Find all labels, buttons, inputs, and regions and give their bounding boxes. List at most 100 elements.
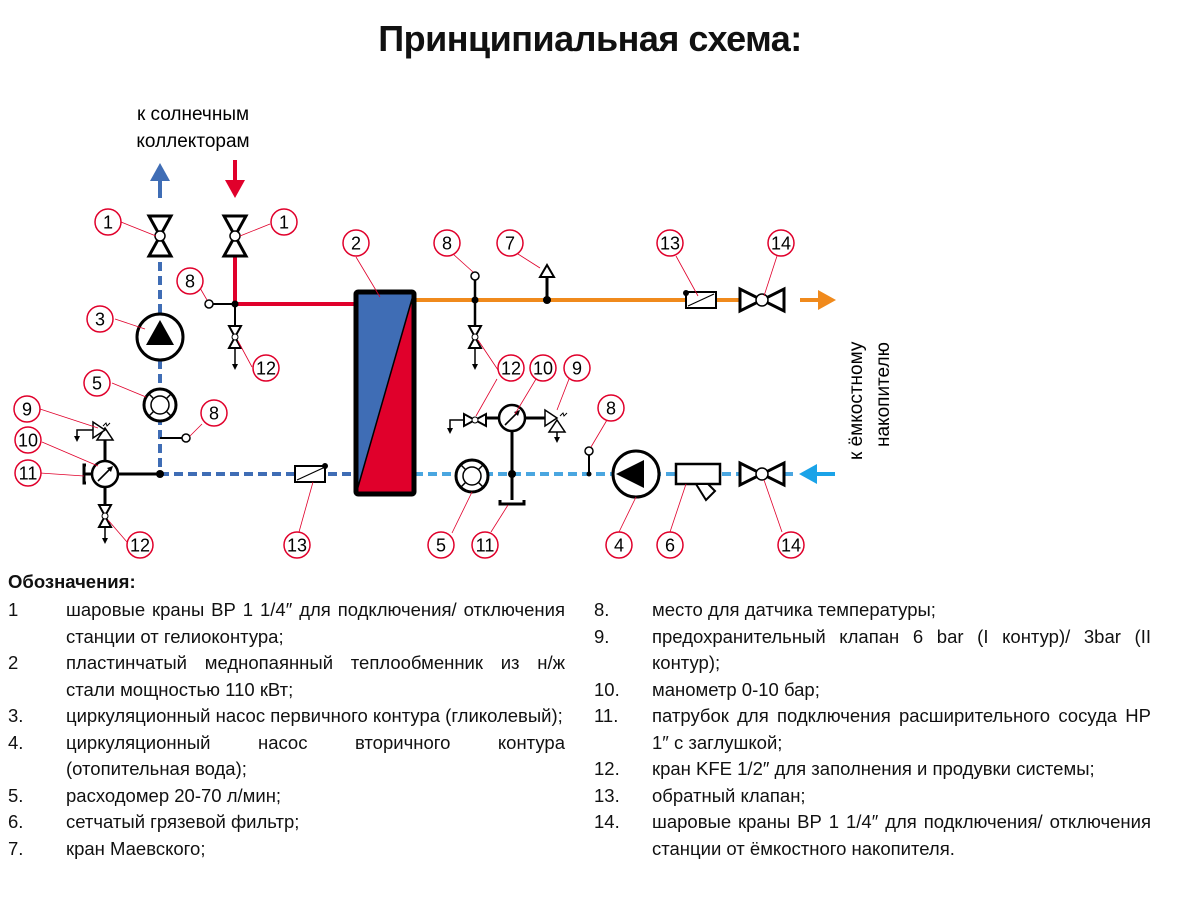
callout-c1a: 1 bbox=[94, 208, 122, 236]
primary-flowmeter-icon bbox=[142, 387, 178, 423]
legend-item-text: пластинчатый меднопаянный теплообменник … bbox=[66, 652, 565, 700]
legend-item: 8.место для датчика температуры; bbox=[594, 597, 1151, 624]
secondary-pressure-gauge-icon bbox=[497, 403, 527, 433]
page-title: Принципиальная схема: bbox=[378, 18, 802, 59]
callout-number: 9 bbox=[572, 359, 582, 379]
legend-item-number: 9. bbox=[594, 625, 610, 647]
legend-item-number: 4. bbox=[8, 731, 24, 753]
callout-c2: 2 bbox=[342, 229, 370, 257]
primary-check-valve-icon bbox=[294, 463, 328, 483]
callout-number: 13 bbox=[287, 536, 307, 556]
callout-c1b: 1 bbox=[270, 208, 298, 236]
primary-return-out-arrow-icon bbox=[150, 163, 170, 198]
secondary-safety-group bbox=[447, 403, 568, 506]
legend-item: 4. циркуляционный насос вторичного контур… bbox=[8, 730, 565, 783]
primary-return-ball-valve-icon[interactable] bbox=[147, 214, 173, 258]
legend-heading: Обозначения: bbox=[8, 571, 136, 592]
legend-item: 2 пластинчатый меднопаянный теплообменник… bbox=[8, 650, 565, 703]
callout-number: 9 bbox=[22, 400, 32, 420]
primary-supply-sensor-port bbox=[204, 299, 239, 309]
callout-leaders bbox=[39, 221, 783, 543]
callout-number: 3 bbox=[95, 310, 105, 330]
secondary-supply-drain-valve-icon[interactable] bbox=[468, 325, 482, 349]
callout-number: 5 bbox=[436, 536, 446, 556]
callout-c4: 4 bbox=[605, 531, 633, 559]
callout-c9b: 9 bbox=[563, 354, 591, 382]
callout-c12c: 12 bbox=[497, 354, 525, 382]
secondary-check-valve-icon bbox=[683, 290, 717, 309]
legend-item: 13. обратный клапан; bbox=[594, 783, 1151, 810]
legend-item-text: предохранительный клапан 6 bar (I контур… bbox=[652, 625, 1151, 674]
secondary-supply-sensor-drain bbox=[468, 271, 482, 370]
legend-item: 12.кран KFE 1/2″ для заполнения и продув… bbox=[594, 756, 1151, 783]
legend-item-text: манометр 0-10 бар; bbox=[652, 678, 820, 700]
callout-number: 11 bbox=[476, 536, 495, 556]
callout-c8c: 8 bbox=[433, 229, 461, 257]
legend-item: 5.расходомер 20-70 л/мин; bbox=[8, 783, 565, 810]
primary-supply-pipe bbox=[233, 256, 356, 306]
callout-c12b: 12 bbox=[126, 531, 154, 559]
legend-item-number: 3. bbox=[8, 705, 24, 726]
primary-return-sensor-port bbox=[160, 433, 191, 443]
legend-item-text: кран KFE 1/2″ для заполнения и продувки … bbox=[652, 758, 1095, 779]
legend-item: 9. предохранительный клапан 6 bar (I конт… bbox=[594, 624, 1151, 677]
primary-supply-ball-valve-icon[interactable] bbox=[222, 214, 248, 258]
callout-c10a: 10 bbox=[14, 426, 42, 454]
secondary-return-in-arrow-icon bbox=[799, 464, 835, 484]
legend-item-number: 2 bbox=[8, 652, 19, 673]
side-label-line1: к ёмкостному bbox=[846, 341, 867, 460]
secondary-supply-out-arrow-icon bbox=[800, 290, 836, 310]
callout-c8a: 8 bbox=[176, 267, 204, 295]
primary-drain-valve-icon[interactable] bbox=[98, 504, 112, 528]
legend-item-number: 1 bbox=[8, 599, 19, 620]
legend-right-column: 8.место для датчика температуры;9. предох… bbox=[594, 597, 1151, 862]
secondary-return-sensor-port bbox=[584, 446, 594, 477]
callout-number: 12 bbox=[256, 359, 276, 379]
legend-item: 3. циркуляционный насос первичного контур… bbox=[8, 703, 565, 730]
callout-c7: 7 bbox=[496, 229, 524, 257]
legend-item-text: циркуляционный насос вторичного контура … bbox=[66, 731, 565, 780]
legend-item-text: обратный клапан; bbox=[652, 784, 806, 806]
legend-item-text: патрубок для подключения расширительного… bbox=[652, 705, 1151, 753]
legend-item-number: 14. bbox=[594, 811, 620, 832]
callout-number: 14 bbox=[781, 536, 801, 556]
top-label-line1: к солнечным bbox=[137, 104, 249, 125]
legend-item-number: 7. bbox=[8, 837, 24, 859]
callout-c14b: 14 bbox=[777, 531, 805, 559]
top-label-line2: коллекторам bbox=[136, 131, 249, 152]
callout-number: 5 bbox=[92, 374, 102, 394]
callout-c11a: 11 bbox=[14, 459, 42, 487]
primary-pump-icon bbox=[135, 312, 185, 362]
callout-number: 6 bbox=[665, 536, 675, 556]
callout-c8b: 8 bbox=[200, 399, 228, 427]
callout-c9a: 9 bbox=[13, 395, 41, 423]
secondary-drain-valve-icon[interactable] bbox=[463, 413, 487, 427]
legend-item-number: 8. bbox=[594, 599, 610, 620]
legend-item-text: расходомер 20-70 л/мин; bbox=[66, 784, 282, 806]
callout-c11b: 11 bbox=[471, 531, 499, 559]
secondary-return-ball-valve-icon[interactable] bbox=[738, 461, 786, 487]
legend-item-number: 11. bbox=[594, 705, 619, 726]
hydraulic-schematic: к солнечным коллекторам к ёмкостному нак… bbox=[13, 104, 894, 559]
drain-valve-icon[interactable] bbox=[228, 325, 242, 349]
plate-heat-exchanger bbox=[353, 289, 417, 497]
legend-item-number: 13. bbox=[594, 784, 620, 806]
legend-item-number: 10. bbox=[594, 678, 620, 700]
legend-item: 10. манометр 0-10 бар; bbox=[594, 677, 1151, 704]
callout-c5b: 5 bbox=[427, 531, 455, 559]
secondary-supply-ball-valve-icon[interactable] bbox=[738, 287, 786, 313]
legend-item-text: шаровые краны ВР 1 1/4″ для подключения/… bbox=[652, 811, 1151, 859]
callout-number: 10 bbox=[18, 431, 38, 451]
callout-c12a: 12 bbox=[252, 354, 280, 382]
legend-item: 7.кран Маевского; bbox=[8, 836, 565, 863]
callout-number: 8 bbox=[606, 399, 616, 419]
callout-number: 8 bbox=[442, 234, 452, 254]
air-vent-icon bbox=[538, 263, 556, 304]
callout-number: 12 bbox=[130, 536, 150, 556]
callout-number: 13 bbox=[660, 234, 680, 254]
callout-number: 10 bbox=[533, 359, 553, 379]
legend-item-text: циркуляционный насос первичного контура … bbox=[66, 705, 563, 726]
